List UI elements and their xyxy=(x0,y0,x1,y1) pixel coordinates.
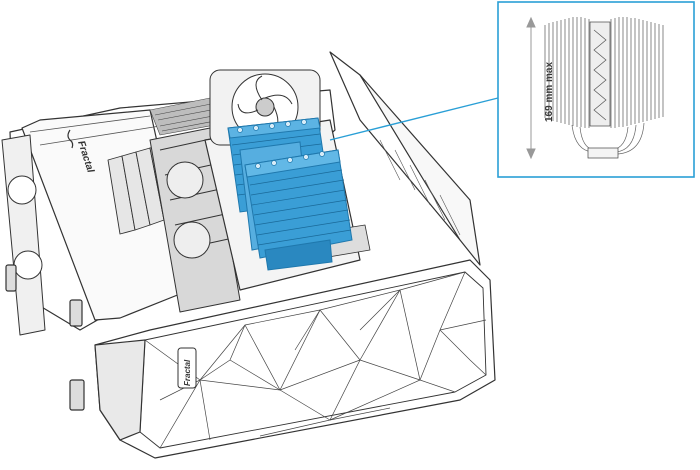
front-panel xyxy=(94,259,496,459)
case-front-frame xyxy=(359,74,481,266)
cpu-cooler-highlight xyxy=(227,117,353,271)
front-badge-logo: Fractal xyxy=(183,359,192,386)
case-foot-rear xyxy=(5,264,17,292)
fractal-logo-icon xyxy=(67,129,74,149)
cooler-detail-drawing xyxy=(544,17,664,159)
callout-box: 169 mm max xyxy=(497,1,695,178)
height-limit-label: 169 mm max xyxy=(544,62,555,122)
callout-leader-line xyxy=(329,97,499,141)
cooler-base xyxy=(587,147,619,159)
case-foot-front xyxy=(69,299,83,327)
side-fans xyxy=(1,134,46,336)
front-panel-facets xyxy=(144,271,487,449)
cooler-center-fan xyxy=(589,21,611,127)
front-badge: Fractal xyxy=(177,347,197,389)
dimension-arrow-icon xyxy=(526,16,536,160)
cooler-fin-stack xyxy=(544,17,664,128)
